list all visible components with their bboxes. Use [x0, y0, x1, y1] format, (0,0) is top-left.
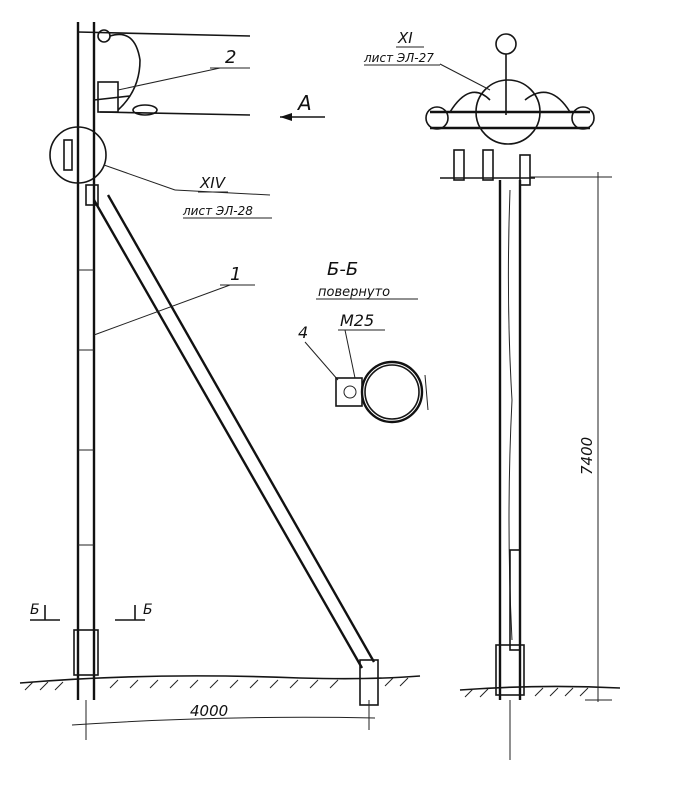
ground-left	[19, 675, 421, 691]
dimension-base: 4000	[71, 700, 376, 730]
detail-xiv-sheet: лист ЭЛ-28	[182, 204, 253, 218]
section-bb: Б-Б повернуто M25 4	[298, 259, 429, 424]
detail-xi-sheet: лист ЭЛ-27	[363, 51, 434, 65]
left-pole	[73, 22, 99, 740]
detail-xiv-label: XIV	[199, 174, 227, 192]
section-subtitle: повернуто	[318, 285, 390, 300]
detail-xi-label: XI	[397, 29, 413, 47]
view-a-label: A	[296, 91, 312, 115]
left-pole-fittings	[77, 29, 251, 116]
callout-1: 1	[230, 264, 241, 285]
dimension-base-label: 4000	[190, 702, 228, 720]
right-pole	[425, 33, 595, 760]
section-mark-right: Б	[143, 602, 153, 618]
ground-right	[459, 685, 621, 698]
bolt-label: M25	[340, 311, 374, 330]
callout-4: 4	[298, 323, 308, 342]
dimension-height-label: 7400	[578, 437, 596, 475]
dimension-height: 7400	[530, 172, 612, 702]
section-title: Б-Б	[327, 259, 358, 280]
view-arrow-icon	[280, 113, 292, 121]
section-mark-left: Б	[30, 602, 40, 618]
callout-2: 2	[225, 47, 236, 68]
detail-xiv-marker: XIV лист ЭЛ-28	[49, 126, 272, 219]
brace	[85, 184, 379, 706]
detail-xi-marker: XI лист ЭЛ-27	[363, 29, 541, 145]
